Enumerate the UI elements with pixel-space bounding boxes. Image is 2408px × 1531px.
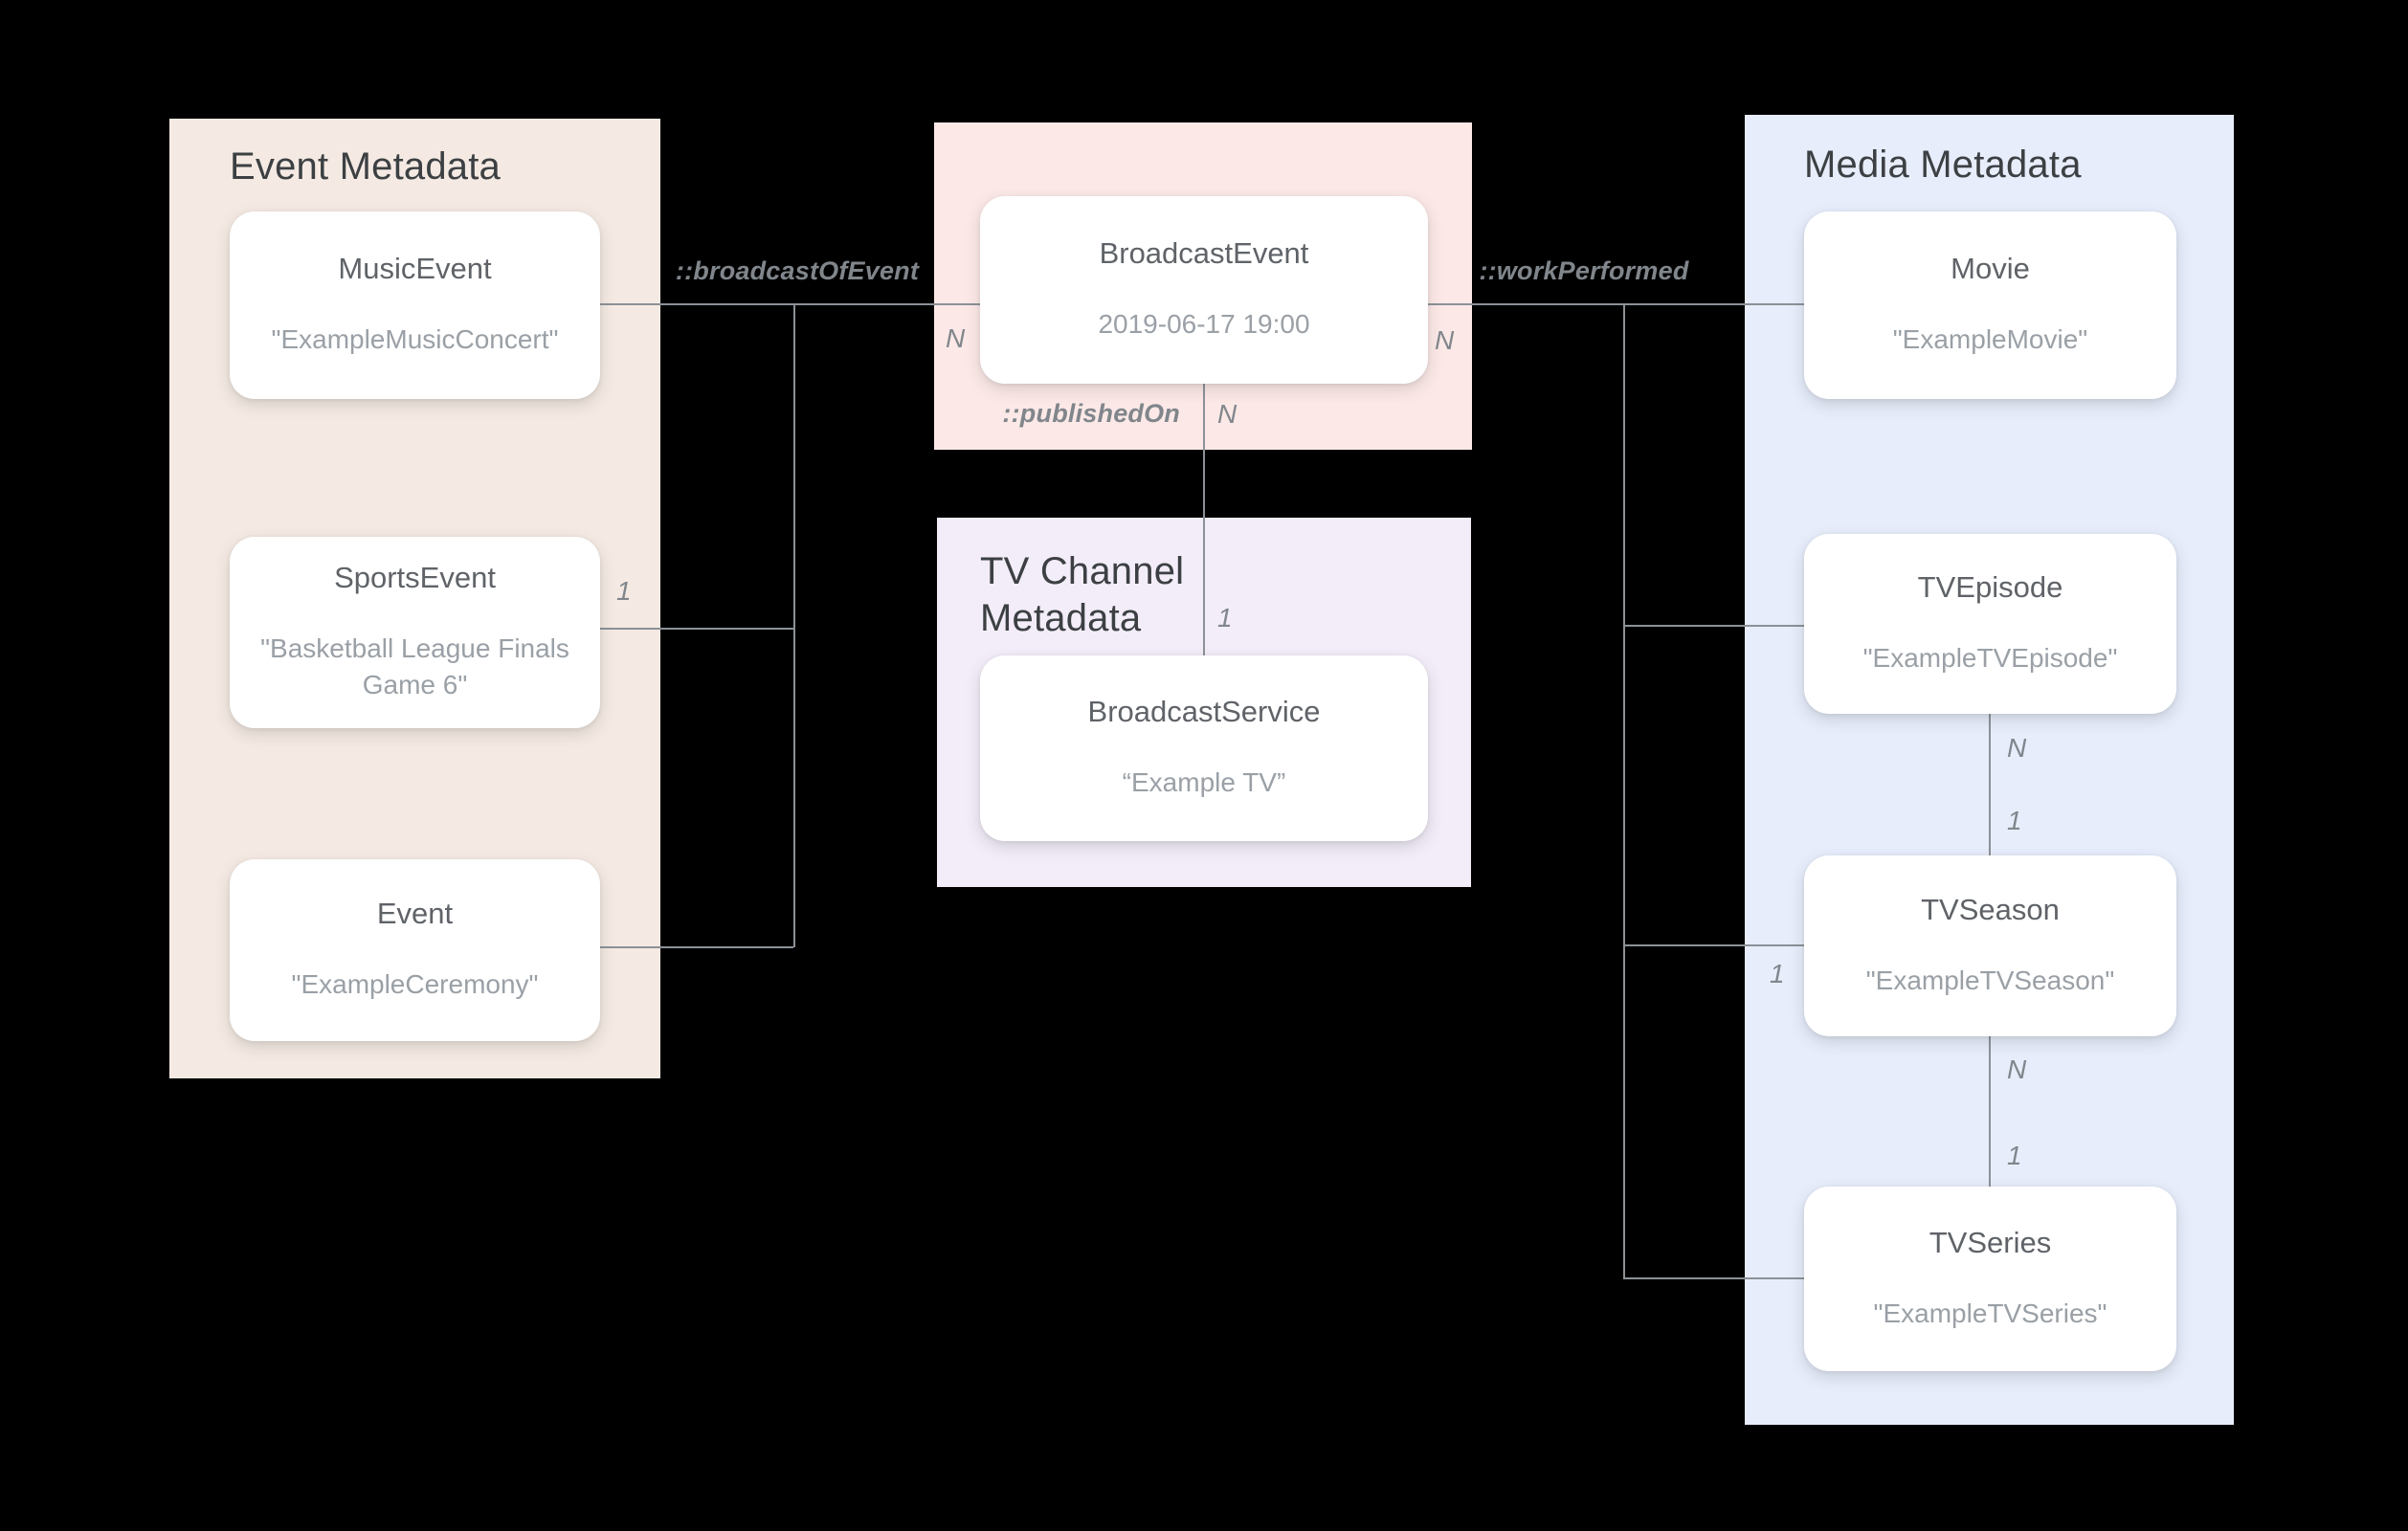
cardinality-season-series-1: 1 xyxy=(2007,1141,2022,1170)
entity-subtitle: 2019-06-17 19:00 xyxy=(1098,309,1310,340)
entity-movie: Movie "ExampleMovie" xyxy=(1804,211,2176,399)
connector-event-branch xyxy=(600,946,793,948)
entity-event: Event "ExampleCeremony" xyxy=(230,859,600,1041)
entity-musicevent: MusicEvent "ExampleMusicConcert" xyxy=(230,211,600,399)
entity-subtitle: "ExampleTVSeries" xyxy=(1873,1298,2107,1328)
entity-tvseason: TVSeason "ExampleTVSeason" xyxy=(1804,855,2176,1036)
connector-tvseason-branch xyxy=(1623,944,1804,946)
cardinality-publishedon-n: N xyxy=(1217,399,1237,429)
entity-title: BroadcastEvent xyxy=(1099,236,1309,271)
connector-tvseries-branch xyxy=(1623,1277,1804,1279)
entity-title: Movie xyxy=(1951,252,2030,286)
entity-title: SportsEvent xyxy=(334,561,496,595)
cardinality-broadcastofevent-n: N xyxy=(946,323,966,353)
connector-tvepisode-branch xyxy=(1623,625,1804,627)
cardinality-season-series-n: N xyxy=(2007,1054,2027,1084)
entity-subtitle: "ExampleMovie" xyxy=(1892,324,2088,355)
connector-musicevent-broadcastevent xyxy=(600,303,980,305)
entity-subtitle: "Basketball League Finals Game 6" xyxy=(260,633,569,700)
entity-tvepisode: TVEpisode "ExampleTVEpisode" xyxy=(1804,534,2176,714)
entity-subtitle: “Example TV” xyxy=(1122,767,1286,798)
entity-title: TVSeries xyxy=(1929,1225,2052,1259)
entity-tvseries: TVSeries "ExampleTVSeries" xyxy=(1804,1187,2176,1371)
connector-broadcastevent-movie xyxy=(1428,303,1804,305)
entity-broadcastservice: BroadcastService “Example TV” xyxy=(980,655,1428,841)
entity-subtitle: "ExampleMusicConcert" xyxy=(271,324,559,355)
entity-title: Event xyxy=(376,897,454,931)
entity-broadcastevent: BroadcastEvent 2019-06-17 19:00 xyxy=(980,196,1428,384)
entity-title: BroadcastService xyxy=(1087,695,1321,729)
entity-title: MusicEvent xyxy=(338,252,492,286)
connector-left-trunk xyxy=(793,303,795,947)
cardinality-workperformed-n: N xyxy=(1435,325,1455,355)
relation-label-publishedon: ::publishedOn xyxy=(1002,399,1180,428)
entity-title: TVSeason xyxy=(1921,892,2060,926)
cardinality-sportsevent-1: 1 xyxy=(616,576,632,606)
connector-tvepisode-tvseason xyxy=(1989,714,1991,855)
entity-subtitle: "ExampleTVSeason" xyxy=(1865,965,2115,995)
entity-subtitle: "ExampleCeremony" xyxy=(291,969,539,1000)
connector-right-trunk xyxy=(1623,303,1625,1278)
entity-sportsevent: SportsEvent "Basketball League Finals Ga… xyxy=(230,537,600,728)
panel-title-tv-channel-metadata: TV Channel Metadata xyxy=(980,550,1185,639)
connector-tvseason-tvseries xyxy=(1989,1036,1991,1187)
panel-title-media-metadata: Media Metadata xyxy=(1804,144,2082,186)
panel-title-event-metadata: Event Metadata xyxy=(230,145,501,188)
cardinality-tvseason-1: 1 xyxy=(1770,959,1785,988)
entity-subtitle: "ExampleTVEpisode" xyxy=(1862,643,2118,674)
connector-sportsevent-branch xyxy=(600,628,793,630)
connector-publishedon xyxy=(1203,384,1205,655)
cardinality-episode-season-1: 1 xyxy=(2007,806,2022,835)
entity-title: TVEpisode xyxy=(1917,570,2063,605)
cardinality-episode-season-n: N xyxy=(2007,733,2027,763)
relation-label-broadcastofevent: ::broadcastOfEvent xyxy=(675,256,920,285)
relation-label-workperformed: ::workPerformed xyxy=(1479,256,1689,285)
cardinality-publishedon-1: 1 xyxy=(1217,603,1233,632)
